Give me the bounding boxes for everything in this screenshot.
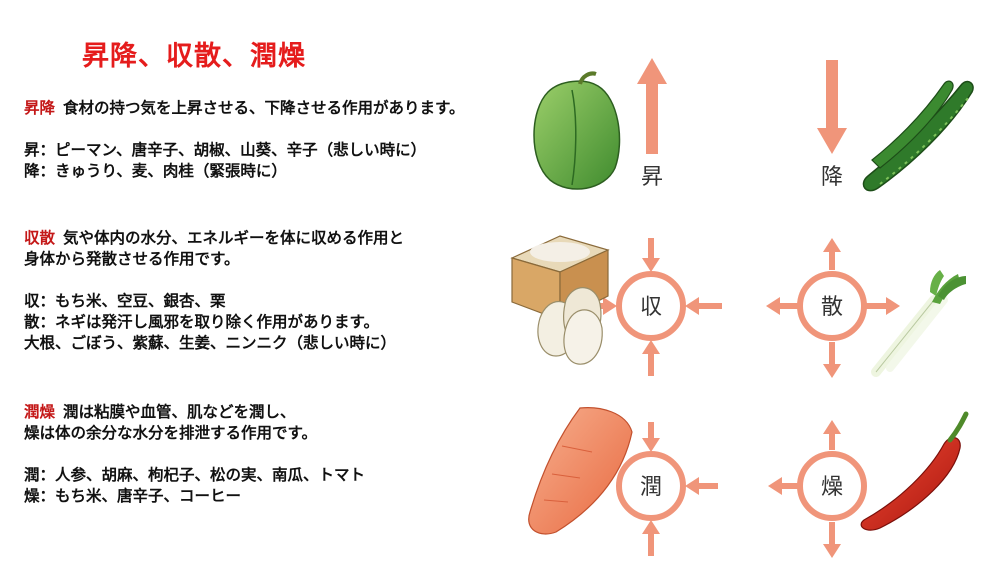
green-onion-illustration bbox=[871, 270, 966, 377]
section-desc: 燥は体の余分な水分を排泄する作用です。 bbox=[24, 424, 317, 442]
section-desc: 潤は粘膜や血管、肌などを潤し、 bbox=[63, 403, 296, 421]
gather-label: 収 bbox=[640, 295, 662, 320]
example-line: 大根、ごぼう、紫蘇、生姜、ニンニク（悲しい時に） bbox=[24, 334, 397, 352]
up-label: 昇 bbox=[641, 165, 663, 190]
example-line: 燥：もち米、唐辛子、コーヒー bbox=[24, 487, 242, 505]
up-arrow bbox=[637, 58, 667, 154]
down-label: 降 bbox=[821, 165, 843, 190]
green-pepper-illustration bbox=[533, 71, 621, 190]
section-shoko: 昇降食材の持つ気を上昇させる、下降させる作用があります。 昇：ピーマン、唐辛子、… bbox=[24, 98, 464, 182]
section-shusan: 収散気や体内の水分、エネルギーを体に収める作用と 身体から発散させる作用です。 … bbox=[24, 228, 404, 354]
section-desc: 気や体内の水分、エネルギーを体に収める作用と bbox=[63, 229, 405, 247]
example-line: 収：もち米、空豆、銀杏、栗 bbox=[24, 292, 226, 310]
dry-label: 燥 bbox=[821, 475, 843, 500]
outward-arrows bbox=[768, 420, 841, 558]
moisten-label: 潤 bbox=[640, 475, 662, 500]
section-heading: 昇降 bbox=[24, 99, 56, 117]
dry-diagram bbox=[768, 420, 867, 558]
gather-diagram bbox=[582, 238, 722, 376]
carrot-illustration bbox=[528, 407, 633, 535]
page-title: 昇降、収散、潤燥 bbox=[82, 41, 306, 72]
example-line: 散：ネギは発汗し風邪を取り除く作用があります。 bbox=[24, 313, 379, 331]
section-desc: 身体から発散させる作用です。 bbox=[24, 250, 240, 268]
red-chili-illustration bbox=[860, 411, 969, 531]
inward-arrows bbox=[642, 422, 718, 556]
example-line: 降：きゅうり、麦、肉桂（緊張時に） bbox=[24, 162, 287, 180]
section-heading: 収散 bbox=[24, 229, 56, 247]
chestnut-illustration bbox=[537, 287, 603, 365]
disperse-label: 散 bbox=[821, 295, 843, 320]
example-line: 昇：ピーマン、唐辛子、胡椒、山葵、辛子（悲しい時に） bbox=[24, 141, 427, 159]
cucumber-illustration bbox=[862, 80, 974, 192]
example-line: 潤：人参、胡麻、枸杞子、松の実、南瓜、トマト bbox=[24, 466, 366, 484]
section-heading: 潤燥 bbox=[24, 403, 56, 421]
down-arrow bbox=[817, 60, 847, 154]
disperse-diagram bbox=[766, 238, 900, 378]
outward-arrows bbox=[766, 238, 900, 378]
section-desc: 食材の持つ気を上昇させる、下降させる作用があります。 bbox=[63, 99, 465, 117]
moisten-diagram bbox=[616, 422, 718, 556]
section-junso: 潤燥潤は粘膜や血管、肌などを潤し、 燥は体の余分な水分を排泄する作用です。 潤：… bbox=[24, 402, 365, 507]
